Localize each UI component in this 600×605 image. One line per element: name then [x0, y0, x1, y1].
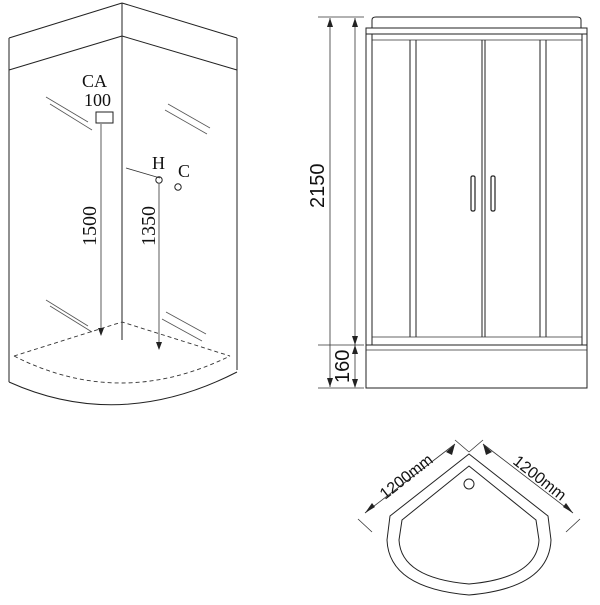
outlet-height-dimension: 1500 — [79, 124, 104, 336]
hot-water-connection — [125, 167, 163, 184]
plan-dimensions — [357, 439, 581, 533]
outlet-label-line2: 100 — [84, 90, 111, 110]
plan-view: 1200mm 1200mm — [357, 439, 581, 596]
outlet-height-value: 1500 — [79, 206, 101, 246]
corner-walls — [8, 2, 238, 382]
wall-glare-marks — [45, 96, 211, 342]
height-dimensions: 2150 160 — [307, 16, 364, 389]
shower-base — [366, 344, 587, 351]
glass-panels — [372, 40, 582, 338]
mixer-height-dimension: 1350 — [138, 184, 162, 350]
door-handles — [470, 175, 496, 212]
installation-view: CA 100 H C 1500 1350 — [8, 2, 238, 406]
mixer-height-value: 1350 — [138, 206, 160, 246]
cold-water-connection — [174, 183, 182, 191]
tray-height-value: 160 — [332, 350, 354, 383]
hot-label: H — [152, 153, 165, 173]
plan-side-right-value: 1200mm — [510, 453, 570, 505]
outlet-label-line1: CA — [82, 71, 107, 91]
total-height-value: 2150 — [307, 164, 329, 209]
drain-icon — [463, 478, 475, 490]
outlet-box — [95, 111, 114, 124]
cold-label: C — [178, 161, 190, 181]
shower-tray — [8, 321, 238, 406]
plan-side-left-value: 1200mm — [377, 451, 437, 503]
front-elevation: 2150 160 — [307, 16, 588, 389]
